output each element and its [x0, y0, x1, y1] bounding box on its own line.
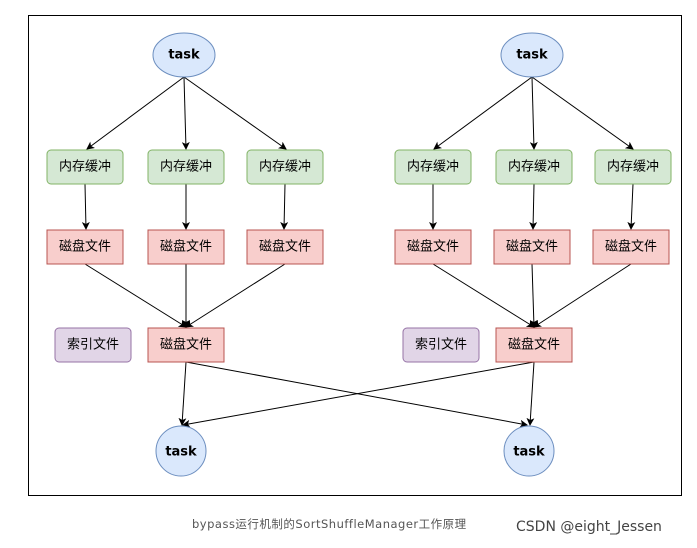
- edge-left-merged-to-bottom-left-task: [178, 361, 187, 426]
- right-buffer-1: 内存缓冲: [394, 149, 472, 185]
- edge-right-file-2-to-merged: [529, 263, 538, 328]
- edge-right-file-1-to-merged: [432, 263, 535, 328]
- edge-right-buffer-2-to-file: [529, 183, 538, 230]
- left-merged-disk-file: 磁盘文件: [147, 327, 225, 363]
- right-disk-file-3-label: 磁盘文件: [605, 239, 657, 255]
- left-index-file-label: 索引文件: [67, 338, 119, 353]
- left-disk-file-1: 磁盘文件: [46, 229, 124, 265]
- left-disk-file-2-label: 磁盘文件: [160, 239, 212, 255]
- left-disk-file-3: 磁盘文件: [246, 229, 324, 265]
- right-disk-file-1: 磁盘文件: [394, 229, 472, 265]
- caption: bypass运行机制的SortShuffleManager工作原理: [192, 517, 467, 531]
- right-index-file: 索引文件: [402, 327, 480, 363]
- edge-top-right-task-to-buffer-3: [531, 76, 634, 150]
- bottom-left-task-label: task: [165, 445, 197, 460]
- left-buffer-2: 内存缓冲: [147, 149, 225, 185]
- edge-right-merged-to-bottom-left-task: [182, 361, 535, 428]
- right-buffer-3-label: 内存缓冲: [607, 159, 659, 175]
- left-buffer-2-label: 内存缓冲: [160, 159, 212, 175]
- edge-top-left-task-to-buffer-1: [86, 76, 185, 150]
- right-buffer-1-label: 内存缓冲: [407, 159, 459, 175]
- top-left-task-label: task: [168, 48, 200, 63]
- right-disk-file-2: 磁盘文件: [493, 229, 571, 265]
- watermark: CSDN @eight_Jessen: [516, 519, 662, 535]
- bottom-left-task: task: [155, 425, 207, 477]
- left-merged-disk-file-label: 磁盘文件: [160, 337, 212, 353]
- edge-left-buffer-1-to-file: [81, 183, 90, 230]
- edge-top-right-task-to-buffer-1: [433, 76, 533, 150]
- edge-right-merged-to-bottom-right-task: [526, 361, 535, 426]
- right-merged-disk-file-label: 磁盘文件: [508, 337, 560, 353]
- edge-left-file-1-to-merged: [84, 263, 187, 328]
- edge-top-left-task-to-buffer-3: [183, 76, 287, 150]
- top-right-task-label: task: [516, 48, 548, 63]
- bottom-right-task-label: task: [513, 445, 545, 460]
- right-disk-file-2-label: 磁盘文件: [506, 239, 558, 255]
- top-left-task: task: [152, 32, 216, 78]
- right-buffer-2-label: 内存缓冲: [508, 159, 560, 175]
- diagram-frame: [28, 15, 682, 496]
- left-buffer-3-label: 内存缓冲: [259, 159, 311, 175]
- left-disk-file-1-label: 磁盘文件: [59, 239, 111, 255]
- edge-right-file-3-to-merged: [533, 263, 632, 328]
- left-disk-file-3-label: 磁盘文件: [259, 239, 311, 255]
- bottom-right-task: task: [503, 425, 555, 477]
- right-merged-disk-file: 磁盘文件: [495, 327, 573, 363]
- right-disk-file-3: 磁盘文件: [592, 229, 670, 265]
- left-buffer-1: 内存缓冲: [46, 149, 124, 185]
- edge-right-buffer-3-to-file: [627, 183, 636, 230]
- edge-left-buffer-3-to-file: [280, 183, 289, 230]
- left-buffer-3: 内存缓冲: [246, 149, 324, 185]
- right-buffer-2: 内存缓冲: [495, 149, 573, 185]
- edge-top-left-task-to-buffer-2: [181, 76, 190, 150]
- right-index-file-label: 索引文件: [415, 338, 467, 353]
- edges: [81, 76, 636, 428]
- edge-top-right-task-to-buffer-2: [529, 76, 538, 150]
- right-disk-file-1-label: 磁盘文件: [407, 239, 459, 255]
- left-index-file: 索引文件: [54, 327, 132, 363]
- right-buffer-3: 内存缓冲: [594, 149, 672, 185]
- top-right-task: task: [500, 32, 564, 78]
- left-buffer-1-label: 内存缓冲: [59, 159, 111, 175]
- edge-left-file-3-to-merged: [185, 263, 286, 328]
- left-disk-file-2: 磁盘文件: [147, 229, 225, 265]
